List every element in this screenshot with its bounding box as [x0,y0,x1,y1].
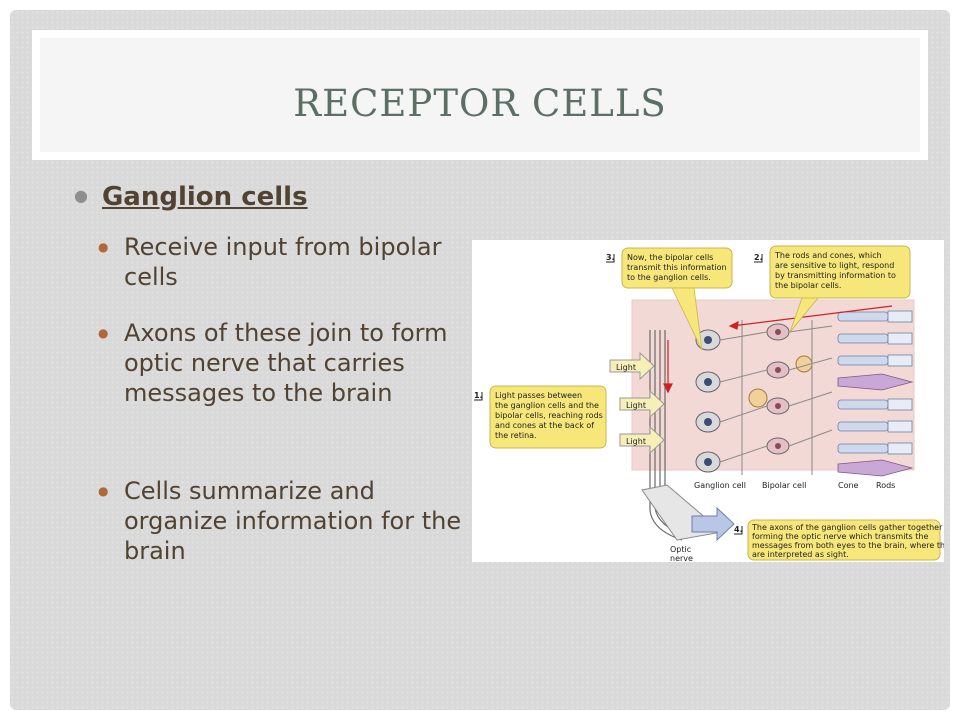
rods-label: Rods [876,481,895,490]
step3-line3: to the ganglion cells. [627,273,711,282]
step4-line2: forming the optic nerve which transmits … [752,532,928,541]
main-bullet: ● Ganglion cells [74,182,308,212]
sub-bullet-text: Receive input from bipolar cells [124,233,442,291]
step2-number: 2. [754,253,763,262]
step1-line2: the ganglion cells and the [495,401,599,410]
step2-line2: are sensitive to light, respond [775,261,894,270]
step3-number: 3. [606,253,615,262]
step3-pointer [671,287,703,351]
step1-number: 1. [474,391,483,400]
cell-processes [719,320,833,475]
sub-bullet-2: ● Axons of these join to form optic nerv… [98,318,472,408]
bipolar-cell-label: Bipolar cell [762,481,806,490]
step4-line4: are interpreted as sight. [752,550,849,559]
retina-diagram: Light Light Light 3. Now, the bipolar ce… [472,240,944,562]
main-bullet-text: Ganglion cells [101,182,308,212]
sub-bullet-text: Cells summarize and organize information… [124,477,462,565]
step2-line1: The rods and cones, which [774,251,882,260]
sub-bullet-1: ● Receive input from bipolar cells [98,232,472,292]
bullet-dot: ● [98,326,109,340]
step2-pointer [789,297,819,333]
sub-bullet-text: Axons of these join to form optic nerve … [124,319,448,407]
step2-callout [769,245,911,299]
slide-title: RECEPTOR CELLS [293,82,667,125]
step4-line1: The axons of the ganglion cells gather t… [751,523,943,532]
step3-line2: transmit this information [627,263,727,272]
step1-line5: the retina. [495,431,537,440]
step1-line4: and cones at the back of [495,421,594,430]
sub-bullet-3: ● Cells summarize and organize informati… [98,476,472,566]
ganglion-cell-label: Ganglion cell [694,481,746,490]
signal-arrows [663,305,893,394]
step4-callout [747,519,941,561]
light-label-1: Light [616,363,636,372]
ganglion-nuclei [704,336,712,466]
step4-line3: messages from both eyes to the brain, wh… [752,541,944,550]
light-arrows [609,351,665,455]
slide-background: RECEPTOR CELLS ● Ganglion cells ● Receive… [10,10,950,710]
step1-line1: Light passes between [495,391,582,400]
bullet-dot: ● [98,240,109,254]
amacrine-cells [748,355,813,408]
step2-line4: the bipolar cells. [775,281,841,290]
retina-diagram-svg: Light Light Light 3. Now, the bipolar ce… [474,245,944,562]
photoreceptors [837,310,914,477]
cone-label: Cone [838,481,859,490]
nerve-label: nerve [670,554,693,562]
title-box: RECEPTOR CELLS [32,30,928,160]
optic-arrow [691,506,735,542]
light-label-3: Light [626,437,646,446]
optic-label: Optic [670,545,691,554]
retina-tissue-border [631,299,915,471]
step1-callout [489,385,607,449]
step4-number: 4. [734,525,743,534]
bullet-dot: ● [74,186,88,205]
step3-line1: Now, the bipolar cells [627,253,713,262]
light-label-2: Light [626,401,646,410]
step2-line3: by transmitting information to [775,271,896,280]
bipolar-nuclei [775,329,781,449]
step1-line3: bipolar cells, reaching rods [495,411,603,420]
bullet-dot: ● [98,484,109,498]
